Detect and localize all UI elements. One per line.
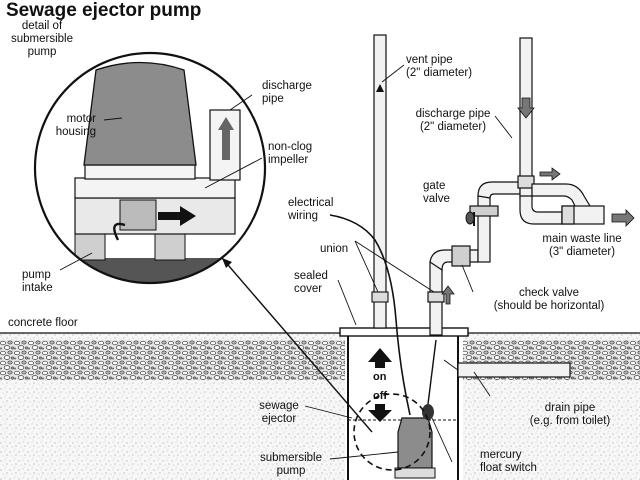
label-line: pipe: [262, 93, 284, 105]
label-line: (should be horizontal): [493, 300, 605, 312]
discharge-pipe-run: [427, 37, 605, 336]
label-concrete-floor: concrete floor: [8, 317, 78, 329]
submersible-pump: [353, 339, 437, 479]
label-line: detail of: [21, 20, 63, 32]
label-line: drain pipe: [544, 402, 596, 414]
valve-handle-icon: [465, 211, 475, 226]
label-line: electrical: [288, 197, 334, 209]
label-line: main waste line: [542, 233, 622, 245]
label-line: discharge pipe: [415, 108, 491, 120]
label-line: cover: [294, 283, 323, 295]
label-discharge-pipe: discharge pipe (2" diameter): [404, 108, 502, 134]
label-union: union: [320, 243, 349, 255]
ground: [0, 332, 640, 480]
leader-lines: [59, 64, 513, 463]
label-electrical-wiring: electrical wiring: [288, 197, 333, 223]
label-line: (2" diameter): [406, 67, 473, 79]
label-gate-valve: gate valve: [423, 180, 450, 206]
label-line: pump: [27, 46, 57, 58]
label-line: intake: [22, 282, 53, 294]
label-line: valve: [423, 193, 450, 205]
label-line: impeller: [268, 154, 309, 166]
label-vent-pipe: vent pipe (2" diameter): [406, 54, 472, 80]
label-line: gate: [423, 180, 446, 192]
label-on: on: [373, 371, 387, 383]
label-line: sewage: [259, 400, 299, 412]
label-detail-of-submersible-pump: detail of submersible pump: [10, 20, 74, 59]
label-line: wiring: [288, 210, 319, 222]
label-sewage-ejector: sewage ejector: [252, 400, 306, 426]
label-motor-housing: motor housing: [36, 113, 96, 139]
label-line: vent pipe: [406, 54, 453, 66]
label-line: motor: [66, 113, 96, 125]
label-line: check valve: [518, 287, 580, 299]
detail-connector: [221, 257, 373, 433]
label-discharge-pipe-detail: discharge pipe: [262, 80, 312, 106]
label-line: (3" diameter): [548, 246, 616, 258]
label-drain-pipe: drain pipe (e.g. from toilet): [514, 402, 626, 428]
page-title: Sewage ejector pump: [6, 0, 202, 21]
label-submersible-pump: submersible pump: [250, 452, 332, 478]
up-arrow-icon: [368, 348, 392, 368]
label-pump-intake: pump intake: [22, 269, 53, 295]
drain-pipe: [443, 359, 571, 378]
label-line: housing: [55, 126, 96, 138]
label-non-clog-impeller: non-clog impeller: [268, 141, 312, 167]
label-line: float switch: [480, 462, 537, 474]
label-line: submersible: [11, 33, 73, 45]
on-off-arrows: [368, 348, 392, 422]
detail-circle: [33, 51, 267, 285]
label-line: (e.g. from toilet): [529, 415, 611, 427]
label-line: sealed: [294, 270, 328, 282]
label-check-valve: check valve (should be horizontal): [490, 287, 608, 313]
label-line: non-clog: [268, 141, 313, 153]
flow-arrow-icon: [441, 97, 635, 305]
label-line: mercury: [480, 449, 522, 461]
label-mercury-float-switch: mercury float switch: [480, 449, 537, 475]
label-off: off: [373, 390, 388, 402]
label-line: pump: [276, 465, 306, 477]
electrical-wiring: [329, 214, 411, 416]
label-line: ejector: [261, 413, 297, 425]
label-main-waste-line: main waste line (3" diameter): [528, 233, 636, 259]
down-arrow-icon: [368, 404, 392, 422]
label-line: submersible: [260, 452, 322, 464]
label-sealed-cover: sealed cover: [294, 270, 328, 296]
label-line: (2" diameter): [419, 121, 487, 133]
label-line: pump: [22, 269, 51, 281]
vent-up-arrow-icon: [376, 84, 384, 92]
label-line: discharge: [262, 80, 312, 92]
